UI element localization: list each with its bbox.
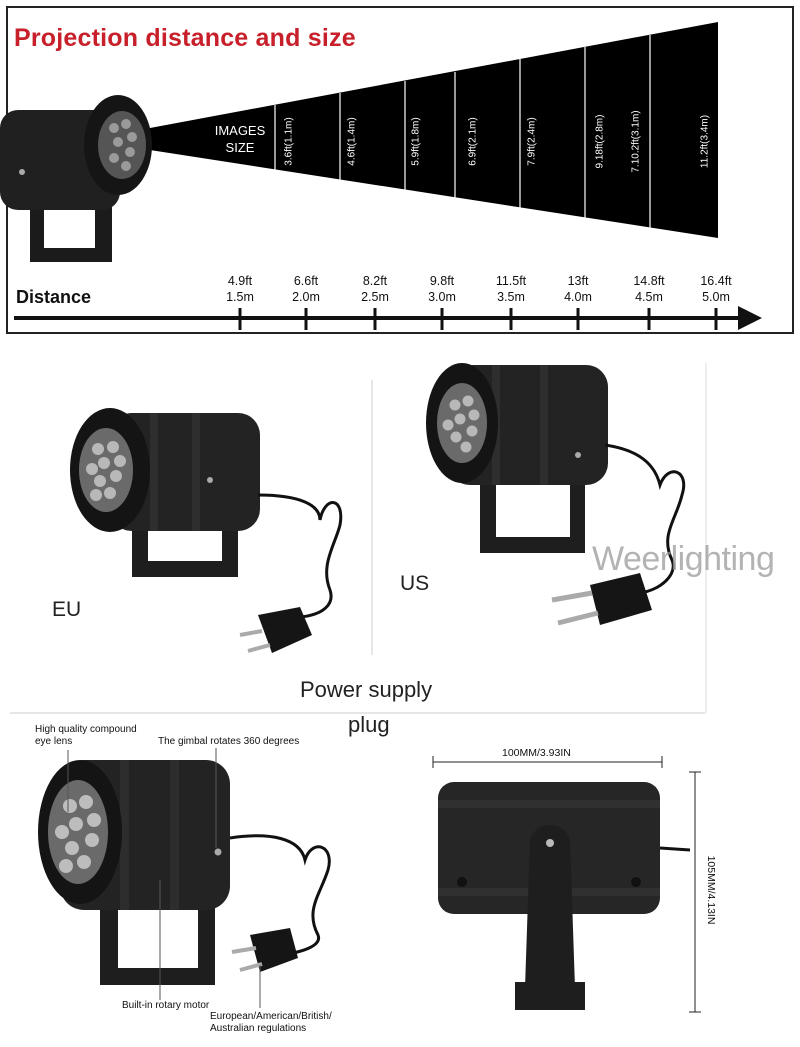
dimension-view <box>432 756 701 1013</box>
beam-dividers <box>274 35 651 246</box>
regulations-annotation: European/American/British/ Australian re… <box>210 1011 332 1034</box>
us-projector <box>426 363 686 626</box>
watermark: Weerlighting <box>592 540 775 578</box>
width-dimension: 100MM/3.93IN <box>502 747 571 759</box>
images-label: IMAGES <box>214 123 266 138</box>
axis-arrow <box>738 306 762 330</box>
size-label: SIZE <box>225 140 255 155</box>
lens-annotation: High quality compound eye lens <box>35 724 137 747</box>
distance-label: Distance <box>16 287 92 307</box>
size-label-3: 5.9ft(1.8m) <box>410 117 422 166</box>
size-label-5: 7.9ft(2.4m) <box>526 117 538 166</box>
gimbal-annotation: The gimbal rotates 360 degrees <box>158 736 300 747</box>
page-title: Projection distance and size <box>14 24 356 52</box>
projection-diagram <box>0 22 762 330</box>
images-size-label: IMAGES SIZE <box>200 122 280 156</box>
size-label-6: 9.18ft(2.8m) <box>594 114 606 169</box>
eu-label: EU <box>52 598 82 621</box>
plug-section <box>10 363 707 714</box>
us-label: US <box>400 572 430 595</box>
eu-projector <box>70 408 343 653</box>
axis-ticks <box>238 308 718 330</box>
motor-annotation: Built-in rotary motor <box>122 1000 210 1011</box>
height-dimension: 105MM/4.13IN <box>705 855 717 925</box>
annotated-device <box>38 748 331 1008</box>
projector-device-top <box>0 95 152 262</box>
power-supply-label: Power supply <box>300 677 433 702</box>
size-label-7: 7.10.2ft(3.1m) <box>630 110 642 173</box>
size-label-4: 6.9ft(2.1m) <box>467 117 479 166</box>
plug-label: plug <box>348 712 390 737</box>
size-label-1: 3.6ft(1.1m) <box>283 117 295 166</box>
size-label-8: 11.2ft(3.4m) <box>699 114 711 169</box>
projection-beam <box>150 22 718 238</box>
size-label-2: 4.6ft(1.4m) <box>346 117 358 166</box>
